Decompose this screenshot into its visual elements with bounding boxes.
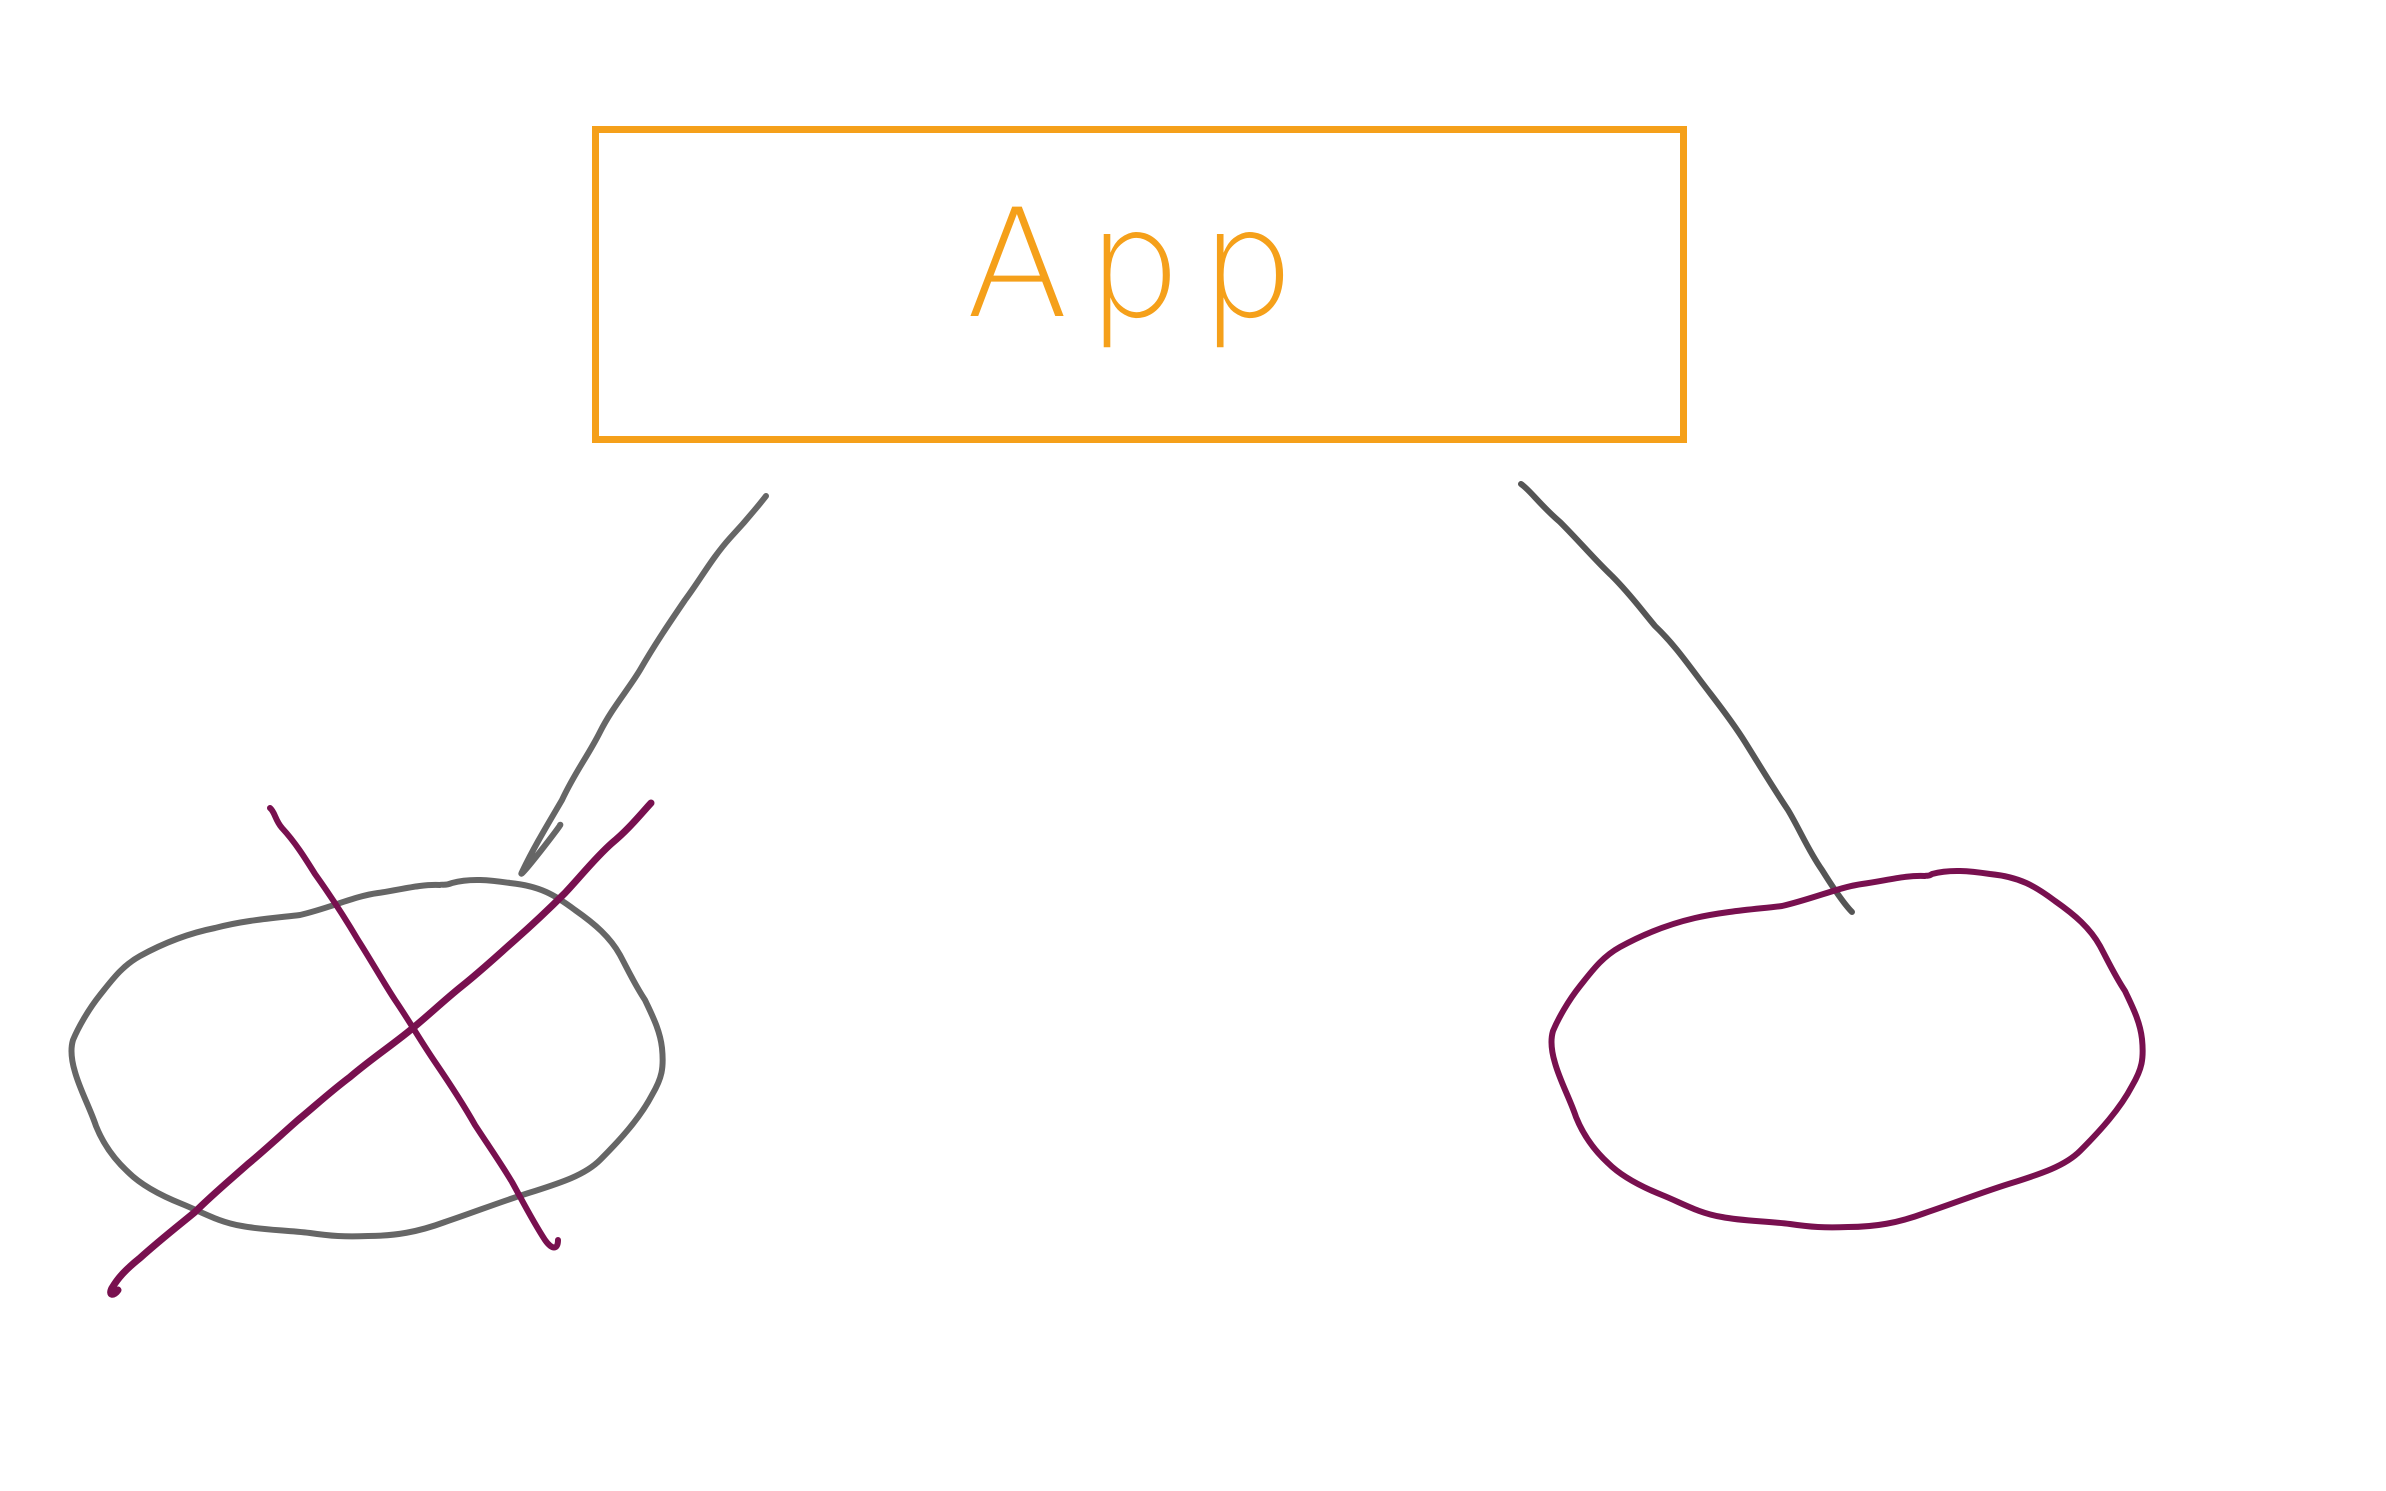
cross-mark-icon (107, 799, 655, 1298)
right-connector-line (1518, 481, 1855, 915)
right-child-node (1548, 868, 2146, 1231)
app-root-label: App (965, 177, 1314, 352)
app-root-node: App (592, 126, 1687, 443)
left-connector-line (518, 493, 769, 877)
left-child-node (68, 877, 666, 1240)
